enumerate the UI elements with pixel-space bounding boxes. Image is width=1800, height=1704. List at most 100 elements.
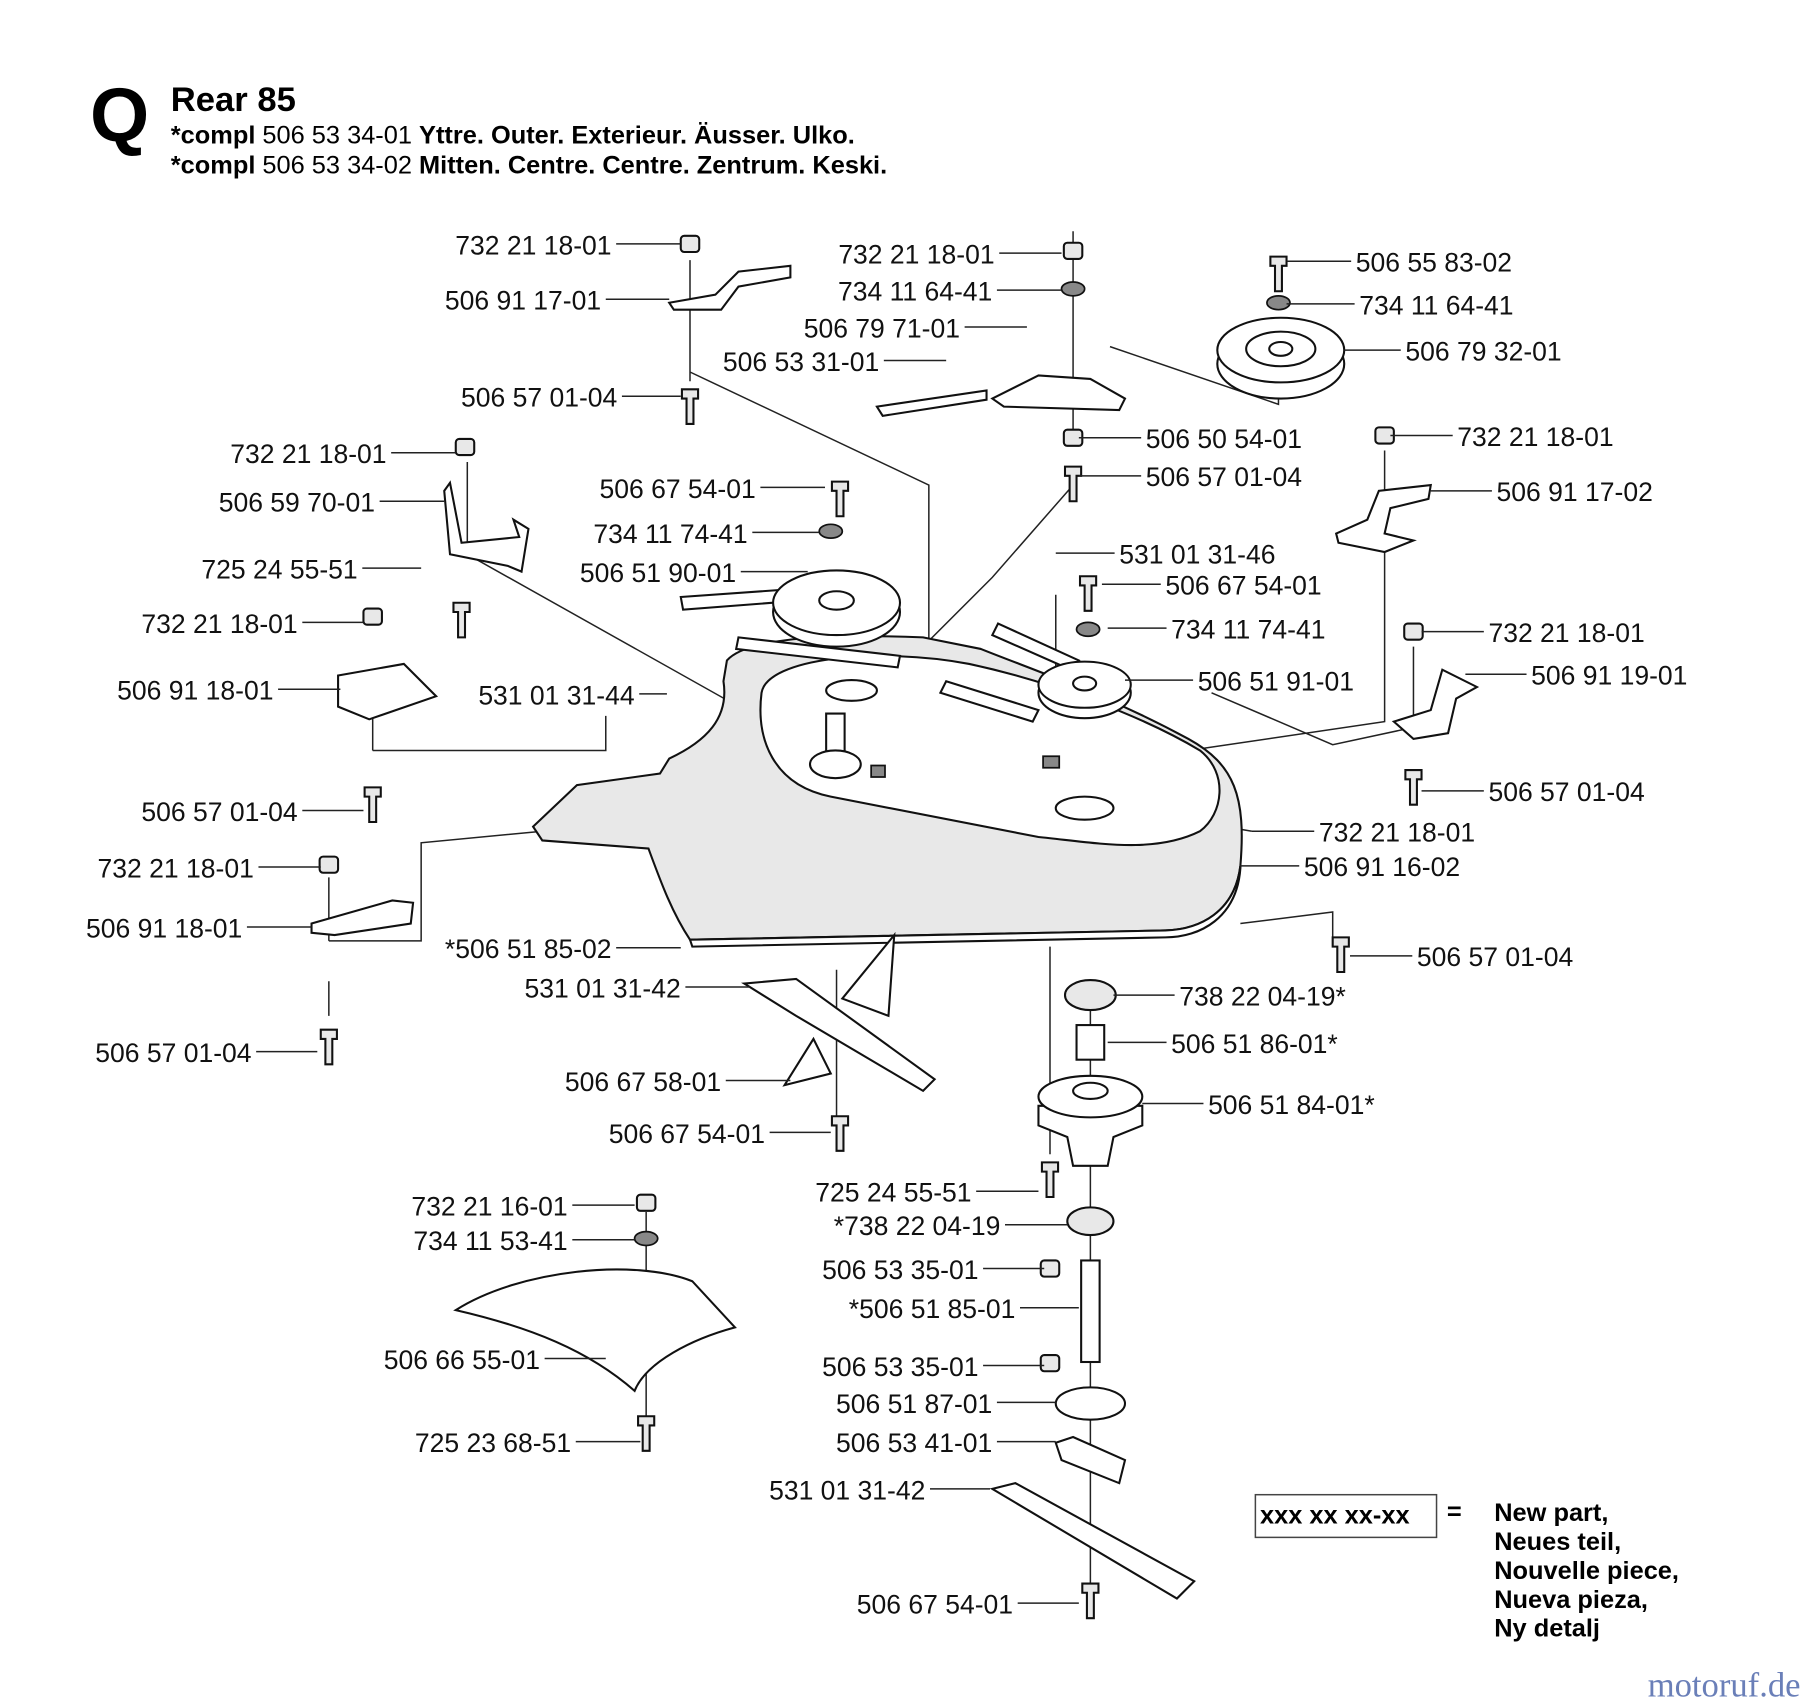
part-number-label: 732 21 18-01 (1319, 818, 1475, 848)
part-callout: 506 91 18-01 (86, 913, 312, 943)
part-callout: 732 21 18-01 (230, 439, 456, 469)
part-callout: 506 57 01-04 (1421, 777, 1645, 807)
brackets (310, 264, 1480, 937)
part-number-label: 734 11 53-41 (413, 1226, 567, 1256)
part-callout: 506 66 55-01 (384, 1345, 606, 1375)
part-callout: 734 11 74-41 (1107, 615, 1325, 645)
part-callout: 506 55 83-02 (1286, 248, 1512, 278)
nut-icon (1403, 622, 1424, 641)
bolt-icon (637, 1415, 656, 1452)
part-callout: 506 53 35-01 (822, 1255, 1045, 1285)
part-number-label: 738 22 04-19* (1179, 981, 1346, 1011)
part-number-label: *506 51 85-02 (445, 934, 612, 964)
legend: xxx xx xx-xx = New part, Neues teil, Nou… (1254, 1493, 1679, 1643)
legend-line: Nueva pieza, (1494, 1586, 1648, 1614)
bolt-icon (1331, 936, 1350, 974)
part-number-label: 506 67 54-01 (609, 1119, 765, 1149)
part-number-label: 506 53 31-01 (723, 347, 879, 377)
bolt-icon (1040, 1161, 1060, 1199)
part-callout: 732 21 18-01 (98, 853, 321, 883)
part-number-label: 506 66 55-01 (384, 1345, 540, 1375)
part-callout: 506 51 84-01* (1142, 1090, 1375, 1120)
part-number-label: 506 51 87-01 (836, 1389, 992, 1419)
part-number-label: 506 67 54-01 (599, 474, 755, 504)
part-number-label: 506 91 18-01 (86, 913, 242, 943)
part-callout: 506 57 01-04 (95, 1038, 318, 1068)
nut-icon (1062, 241, 1084, 260)
part-callout: 506 91 17-01 (445, 286, 670, 316)
part-callout: 732 21 18-01 (1251, 818, 1475, 848)
part-number-label: 732 21 18-01 (1457, 422, 1613, 452)
bolt-icon (1404, 769, 1423, 806)
compl-line-2: *compl 506 53 34-02 Mitten. Centre. Cent… (171, 152, 887, 180)
part-number-label: 506 51 84-01* (1208, 1090, 1375, 1120)
part-number-label: 506 91 19-01 (1531, 661, 1687, 691)
part-callout: 506 53 31-01 (723, 347, 947, 377)
part-callout: 506 51 91-01 (1125, 666, 1354, 696)
part-callout: 725 23 68-51 (415, 1428, 641, 1458)
part-number-label: 732 21 18-01 (1488, 618, 1644, 648)
part-callout: 506 53 35-01 (822, 1352, 1045, 1382)
nut-icon (362, 607, 383, 626)
bolt-icon (319, 1028, 338, 1066)
part-number-label: 732 21 18-01 (98, 853, 254, 883)
washer-icon (1075, 621, 1101, 638)
compl-prefix: *compl (171, 152, 263, 180)
part-number-label: 506 53 41-01 (836, 1428, 992, 1458)
nut-icon (635, 1193, 657, 1212)
part-callout: 734 11 64-41 (1286, 290, 1514, 320)
compl-part: 506 53 34-01 (262, 122, 419, 150)
part-callout: 506 67 54-01 (1101, 571, 1322, 601)
part-number-label: 506 67 58-01 (565, 1067, 721, 1097)
part-callout: 531 01 31-44 (478, 680, 667, 710)
part-number-label: 506 67 54-01 (1165, 571, 1321, 601)
part-number-label: 734 11 74-41 (1171, 615, 1325, 645)
bolt-icon (452, 601, 471, 639)
part-callout: *738 22 04-19 (834, 1211, 1068, 1241)
compl-part: 506 53 34-02 (262, 152, 419, 180)
part-callout: 506 57 01-04 (1349, 942, 1573, 972)
bolt-icon (1081, 1582, 1100, 1620)
part-callout: 732 21 18-01 (838, 240, 1062, 270)
washer-icon (1266, 294, 1291, 311)
compl-desc: Mitten. Centre. Centre. Zentrum. Keski. (419, 152, 887, 180)
part-callout: 734 11 53-41 (413, 1226, 635, 1256)
part-callout: 531 01 31-42 (524, 973, 750, 1003)
legend-line: Nouvelle piece, (1494, 1557, 1679, 1585)
part-callout: 506 91 16-02 (1240, 852, 1460, 882)
part-callout: 506 67 58-01 (565, 1067, 791, 1097)
part-number-label: 506 51 90-01 (580, 558, 736, 588)
part-callout: 506 67 54-01 (857, 1590, 1079, 1620)
part-number-label: 734 11 74-41 (593, 519, 747, 549)
part-number-label: 506 67 54-01 (857, 1590, 1013, 1620)
part-number-label: 725 23 68-51 (415, 1428, 571, 1458)
part-number-label: 506 57 01-04 (1488, 777, 1644, 807)
part-number-label: 531 01 31-42 (769, 1475, 925, 1505)
part-number-label: 506 59 70-01 (219, 488, 375, 518)
legend-equals: = (1447, 1498, 1462, 1526)
part-callout: 506 91 17-02 (1430, 477, 1653, 507)
compl-prefix: *compl (171, 122, 263, 150)
part-callout: 725 24 55-51 (201, 555, 422, 585)
part-number-label: 506 50 54-01 (1146, 424, 1302, 454)
part-number-label: 732 21 18-01 (838, 240, 994, 270)
part-number-label: 506 53 35-01 (822, 1352, 978, 1382)
part-callout: *506 51 85-02 (445, 934, 681, 964)
nut-icon (318, 855, 340, 874)
part-number-label: 506 57 01-04 (1146, 462, 1302, 492)
part-number-label: 725 24 55-51 (201, 555, 357, 585)
part-callout: 506 67 54-01 (609, 1119, 831, 1149)
part-number-label: 734 11 64-41 (838, 276, 992, 306)
part-number-label: 734 11 64-41 (1359, 290, 1513, 320)
part-number-label: 732 21 18-01 (141, 609, 297, 639)
washer-icon (818, 523, 844, 540)
part-number-label: 506 51 86-01* (1171, 1029, 1338, 1059)
nut-icon (679, 234, 701, 254)
part-callout: 531 01 31-42 (769, 1475, 990, 1505)
part-callout: 506 51 86-01* (1107, 1029, 1338, 1059)
spindle-assembly (453, 931, 1196, 1600)
part-callout: 506 51 87-01 (836, 1389, 1056, 1419)
part-callout: 506 57 01-04 (461, 383, 681, 413)
part-callout: 734 11 74-41 (593, 519, 820, 549)
part-callout: 531 01 31-46 (1055, 540, 1276, 570)
